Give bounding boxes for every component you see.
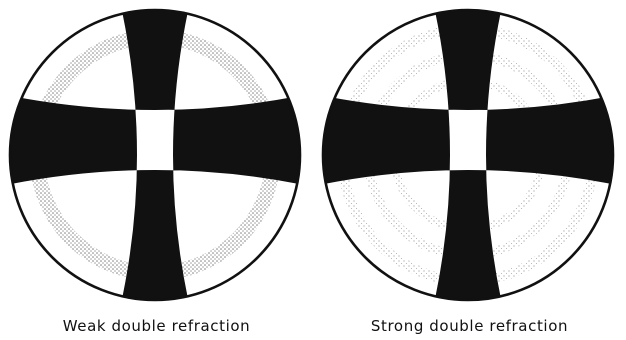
strong-birefringence-figure: Strong double refraction — [313, 0, 626, 340]
weak-interference-figure-diagram — [0, 0, 313, 310]
figure-caption: Strong double refraction — [313, 317, 626, 335]
isogyre-cross — [324, 11, 612, 299]
weak-birefringence-figure: Weak double refraction — [0, 0, 313, 340]
strong-interference-figure-diagram — [313, 0, 626, 310]
figure-caption: Weak double refraction — [0, 317, 313, 335]
isogyre-cross — [11, 11, 299, 299]
